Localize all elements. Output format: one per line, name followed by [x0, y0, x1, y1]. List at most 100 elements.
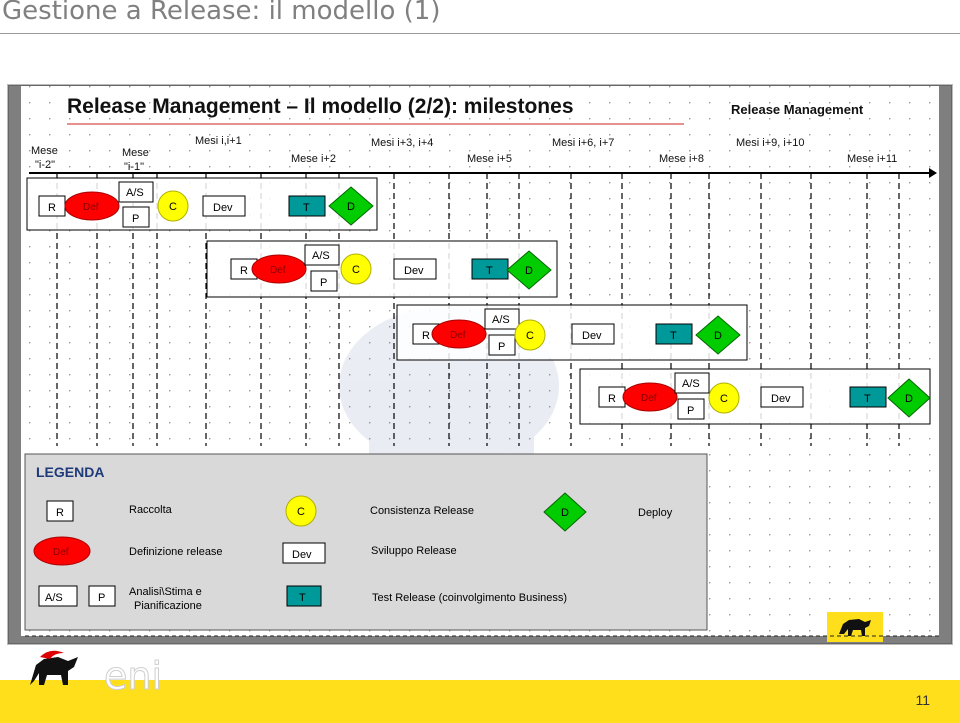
oval-def-label: Def — [83, 202, 99, 213]
legend-box-r — [46, 500, 74, 522]
legend-panel: LEGENDA R Raccolta C Consistenza Release… — [24, 453, 708, 631]
legend-sviluppo: Sviluppo Release — [371, 545, 457, 557]
legend-consistenza: Consistenza Release — [370, 505, 474, 517]
box-as-label: A/S — [492, 314, 510, 326]
diagram-image: Release Management – Il modello (2/2): m… — [8, 85, 952, 644]
box-t-label: T — [670, 330, 677, 342]
box-p-label: P — [498, 341, 505, 353]
box-r-label: R — [608, 393, 616, 405]
release-row-3: R Def A/S P C Dev T D — [396, 304, 748, 361]
legend-title: LEGENDA — [36, 464, 104, 480]
legend-box-as-label: A/S — [45, 592, 63, 604]
box-dev-label: Dev — [771, 393, 791, 405]
box-t — [288, 195, 326, 217]
box-as-label: A/S — [682, 378, 700, 390]
footer-bar — [0, 680, 960, 723]
oval-def-label: Def — [270, 265, 286, 276]
box-dev-label: Dev — [213, 202, 233, 214]
legend-oval-def — [33, 536, 91, 566]
box-t — [655, 323, 693, 345]
label-mese-i11: Mese i+11 — [847, 153, 897, 165]
box-r-label: R — [422, 330, 430, 342]
title-divider — [0, 33, 960, 34]
box-dev — [571, 323, 615, 345]
legend-box-p — [88, 585, 116, 607]
box-as — [118, 181, 154, 203]
box-dev-label: Dev — [582, 330, 602, 342]
oval-def — [622, 382, 678, 412]
box-as — [484, 308, 520, 330]
oval-def — [251, 254, 307, 284]
circle-c-label: C — [169, 201, 177, 213]
circle-c — [340, 253, 372, 285]
diamond-d-label: D — [905, 393, 913, 405]
legend-box-p-label: P — [98, 592, 105, 604]
eni-logo: eni — [30, 650, 163, 699]
legend-raccolta: Raccolta — [129, 504, 173, 516]
box-p — [677, 398, 705, 420]
legend-definizione: Definizione release — [129, 546, 223, 558]
legend-diamond-d — [543, 492, 587, 532]
legend-box-dev — [282, 542, 326, 564]
diamond-d — [506, 250, 552, 290]
frame-border-bottom — [9, 636, 951, 643]
label-mese-i-2-line1: Mese — [31, 145, 58, 157]
legend-deploy: Deploy — [638, 507, 673, 519]
diamond-d — [328, 186, 374, 226]
legend-circle-c-label: C — [297, 506, 305, 518]
box-r-label: R — [240, 265, 248, 277]
circle-c-label: C — [526, 330, 534, 342]
timeline-arrow — [929, 168, 937, 178]
diamond-d-label: D — [714, 330, 722, 342]
legend-analisi-line1: Analisi\Stima e — [129, 586, 202, 598]
legend-circle-c — [285, 495, 317, 527]
legend-test: Test Release (coinvolgimento Business) — [372, 592, 567, 604]
release-row-2: R Def A/S P C Dev T D — [206, 240, 558, 298]
label-mesi-i6-i7: Mesi i+6, i+7 — [552, 137, 614, 149]
box-t-label: T — [303, 202, 310, 214]
label-mese-i2: Mese i+2 — [291, 153, 336, 165]
box-p-label: P — [687, 405, 694, 417]
six-legged-dog-icon — [30, 650, 78, 685]
oval-def-label: Def — [641, 393, 657, 404]
label-mesi-i-i1: Mesi i,i+1 — [195, 135, 242, 147]
legend-box-t-label: T — [299, 592, 306, 604]
box-dev — [393, 258, 437, 280]
circle-c — [514, 319, 546, 351]
oval-def-label: Def — [450, 330, 466, 341]
eni-badge-icon — [827, 612, 883, 642]
box-p-label: P — [132, 213, 139, 225]
box-p — [122, 206, 150, 228]
release-row-4: R Def A/S P C Dev T D — [579, 368, 931, 425]
release-row-1: R Def A/S P C Dev T D — [26, 177, 378, 231]
box-p-label: P — [320, 277, 327, 289]
diagram-title: Release Management – Il modello (2/2): m… — [67, 95, 574, 118]
diamond-d-label: D — [525, 265, 533, 277]
milestones-diagram: Release Management – Il modello (2/2): m… — [21, 86, 939, 642]
box-as-label: A/S — [312, 250, 330, 262]
box-as-label: A/S — [126, 187, 144, 199]
label-mesi-i3-i4: Mesi i+3, i+4 — [371, 137, 433, 149]
page-number: 11 — [915, 692, 930, 708]
frame-border-left — [9, 86, 21, 643]
circle-c — [708, 382, 740, 414]
eni-wordmark: eni — [104, 654, 162, 698]
box-t-label: T — [864, 393, 871, 405]
box-as — [304, 244, 340, 266]
box-r-label: R — [48, 202, 56, 214]
label-mese-i-2-line2: "i-2" — [35, 159, 55, 171]
box-p — [488, 334, 516, 356]
legend-box-dev-label: Dev — [292, 549, 312, 561]
frame-border-right — [939, 86, 951, 643]
diamond-d — [887, 378, 931, 418]
label-mesi-i9-i10: Mesi i+9, i+10 — [736, 137, 804, 149]
label-mese-i8: Mese i+8 — [659, 153, 704, 165]
label-mese-i5: Mese i+5 — [467, 153, 512, 165]
label-mese-i-1-line2: "i-1" — [124, 161, 144, 173]
diamond-d — [695, 315, 741, 355]
circle-c-label: C — [352, 264, 360, 276]
circle-c-label: C — [720, 393, 728, 405]
slide-title: Gestione a Release: il modello (1) — [2, 0, 441, 26]
box-p — [310, 270, 338, 292]
diamond-d-label: D — [347, 201, 355, 213]
